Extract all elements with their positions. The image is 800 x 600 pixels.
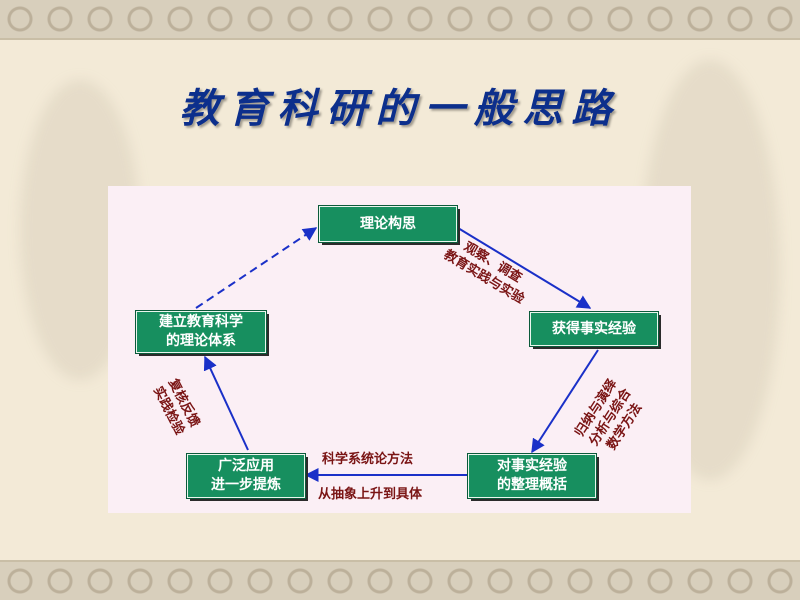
arrow-theory-to-facts bbox=[457, 227, 592, 309]
edge-label-systems: 科学系统论方法 bbox=[322, 452, 414, 467]
arrow-apply-to-build bbox=[203, 355, 249, 451]
page-title: 教育科研的一般思路 bbox=[179, 85, 621, 132]
node-apply: 广泛应用 进一步提炼 bbox=[186, 453, 306, 499]
node-theory: 理论构思 bbox=[318, 205, 458, 243]
arrow-build-to-theory-dashed bbox=[195, 227, 318, 309]
edge-label-concrete: 从抽象上升到具体 bbox=[318, 487, 423, 502]
bottom-border bbox=[0, 560, 800, 600]
arrow-facts-to-organize bbox=[531, 349, 599, 454]
node-facts: 获得事实经验 bbox=[529, 311, 659, 347]
top-border bbox=[0, 0, 800, 40]
node-build: 建立教育科学 的理论体系 bbox=[135, 310, 267, 354]
node-organize: 对事实经验 的整理概括 bbox=[467, 453, 597, 499]
